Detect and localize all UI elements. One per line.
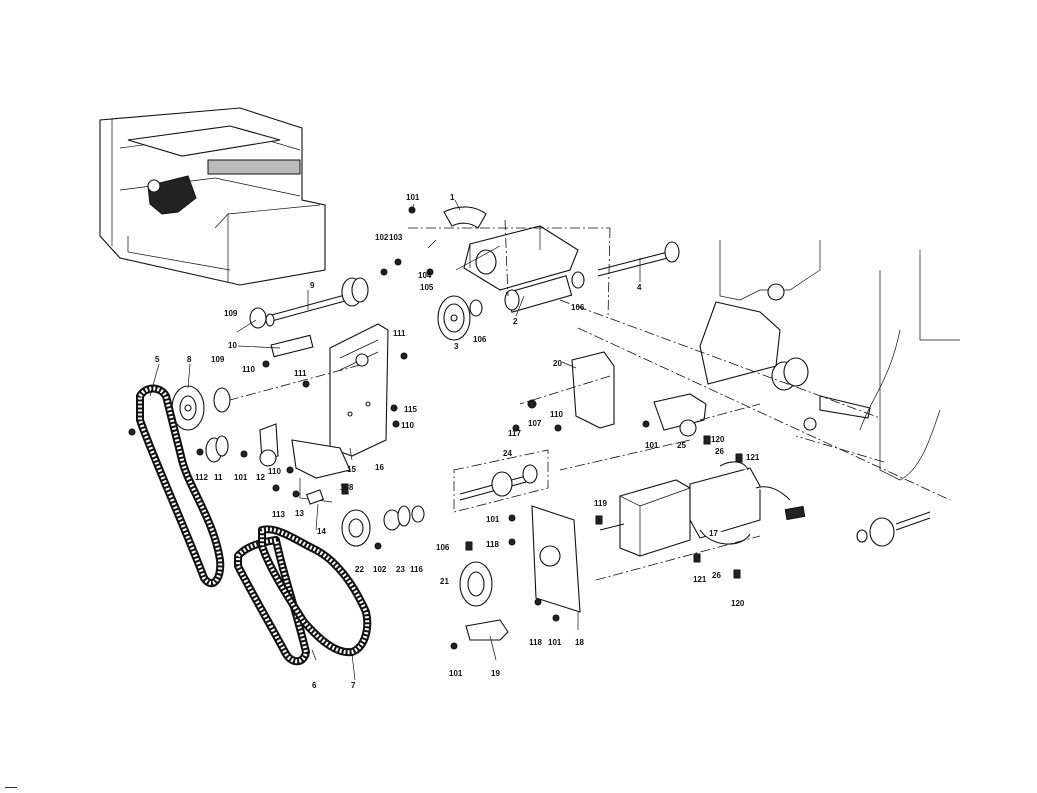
callout-15: 15 [347, 465, 356, 474]
center-gear-group [342, 450, 548, 546]
callout-16: 16 [375, 463, 384, 472]
callout-117: 117 [508, 429, 521, 438]
callout-109: 109 [211, 355, 225, 364]
callout-101: 101 [406, 193, 420, 202]
callout-102: 102 [373, 565, 387, 574]
callout-19: 19 [491, 669, 500, 678]
callout-121: 121 [693, 575, 707, 584]
callout-115: 115 [404, 405, 417, 414]
callout-10: 10 [228, 341, 237, 350]
callout-20: 20 [553, 359, 562, 368]
callout-6: 6 [312, 681, 317, 690]
callout-104: 104 [418, 271, 432, 280]
callout-18: 18 [575, 638, 584, 647]
callout-21: 21 [440, 577, 449, 586]
callout-8: 8 [187, 355, 192, 364]
callout-102: 102 [375, 233, 389, 242]
callout-107: 107 [528, 419, 542, 428]
callout-110: 110 [242, 365, 255, 374]
callout-113: 113 [272, 510, 285, 519]
callout-101: 101 [449, 669, 463, 678]
callout-26-top: 26 [715, 447, 724, 456]
callout-105: 105 [420, 283, 434, 292]
callout-111: 111 [294, 369, 307, 378]
callout-116: 116 [410, 565, 423, 574]
callout-106: 106 [436, 543, 450, 552]
callout-120: 120 [711, 435, 725, 444]
callout-120: 120 [731, 599, 745, 608]
callout-5: 5 [155, 355, 160, 364]
callout-108: 108 [340, 483, 354, 492]
callout-9: 9 [310, 281, 315, 290]
callout-22: 22 [355, 565, 364, 574]
callout-23: 23 [396, 565, 405, 574]
callout-24: 24 [503, 449, 512, 458]
callout-26-bottom: 26 [712, 571, 721, 580]
callout-4: 4 [637, 283, 642, 292]
machine-overview-illustration [100, 108, 325, 285]
callout-118: 118 [486, 540, 499, 549]
callout-2: 2 [513, 317, 518, 326]
callout-101: 101 [645, 441, 659, 450]
callout-14: 14 [317, 527, 326, 536]
callout-118: 118 [529, 638, 542, 647]
callout-25: 25 [677, 441, 686, 450]
callout-103: 103 [389, 233, 403, 242]
callout-112: 112 [195, 473, 208, 482]
callout-12: 12 [256, 473, 265, 482]
callout-111: 111 [393, 329, 406, 338]
callout-17: 17 [709, 529, 718, 538]
callout-101: 101 [548, 638, 562, 647]
callout-119: 119 [594, 499, 607, 508]
callout-11: 11 [214, 473, 223, 482]
callout-110: 110 [268, 467, 281, 476]
callout-3: 3 [454, 342, 459, 351]
callout-110: 110 [550, 410, 563, 419]
callout-101: 101 [486, 515, 500, 524]
callout-110: 110 [401, 421, 414, 430]
side-frame-bracket [230, 324, 388, 456]
footer-mark [5, 787, 17, 788]
callout-106: 106 [473, 335, 487, 344]
callout-1: 1 [450, 193, 455, 202]
callout-106: 106 [571, 303, 585, 312]
callout-13: 13 [295, 509, 304, 518]
callout-121: 121 [746, 453, 760, 462]
callout-101: 101 [234, 473, 248, 482]
callout-7: 7 [351, 681, 356, 690]
left-pulley-group [172, 386, 350, 504]
callout-109: 109 [224, 309, 238, 318]
